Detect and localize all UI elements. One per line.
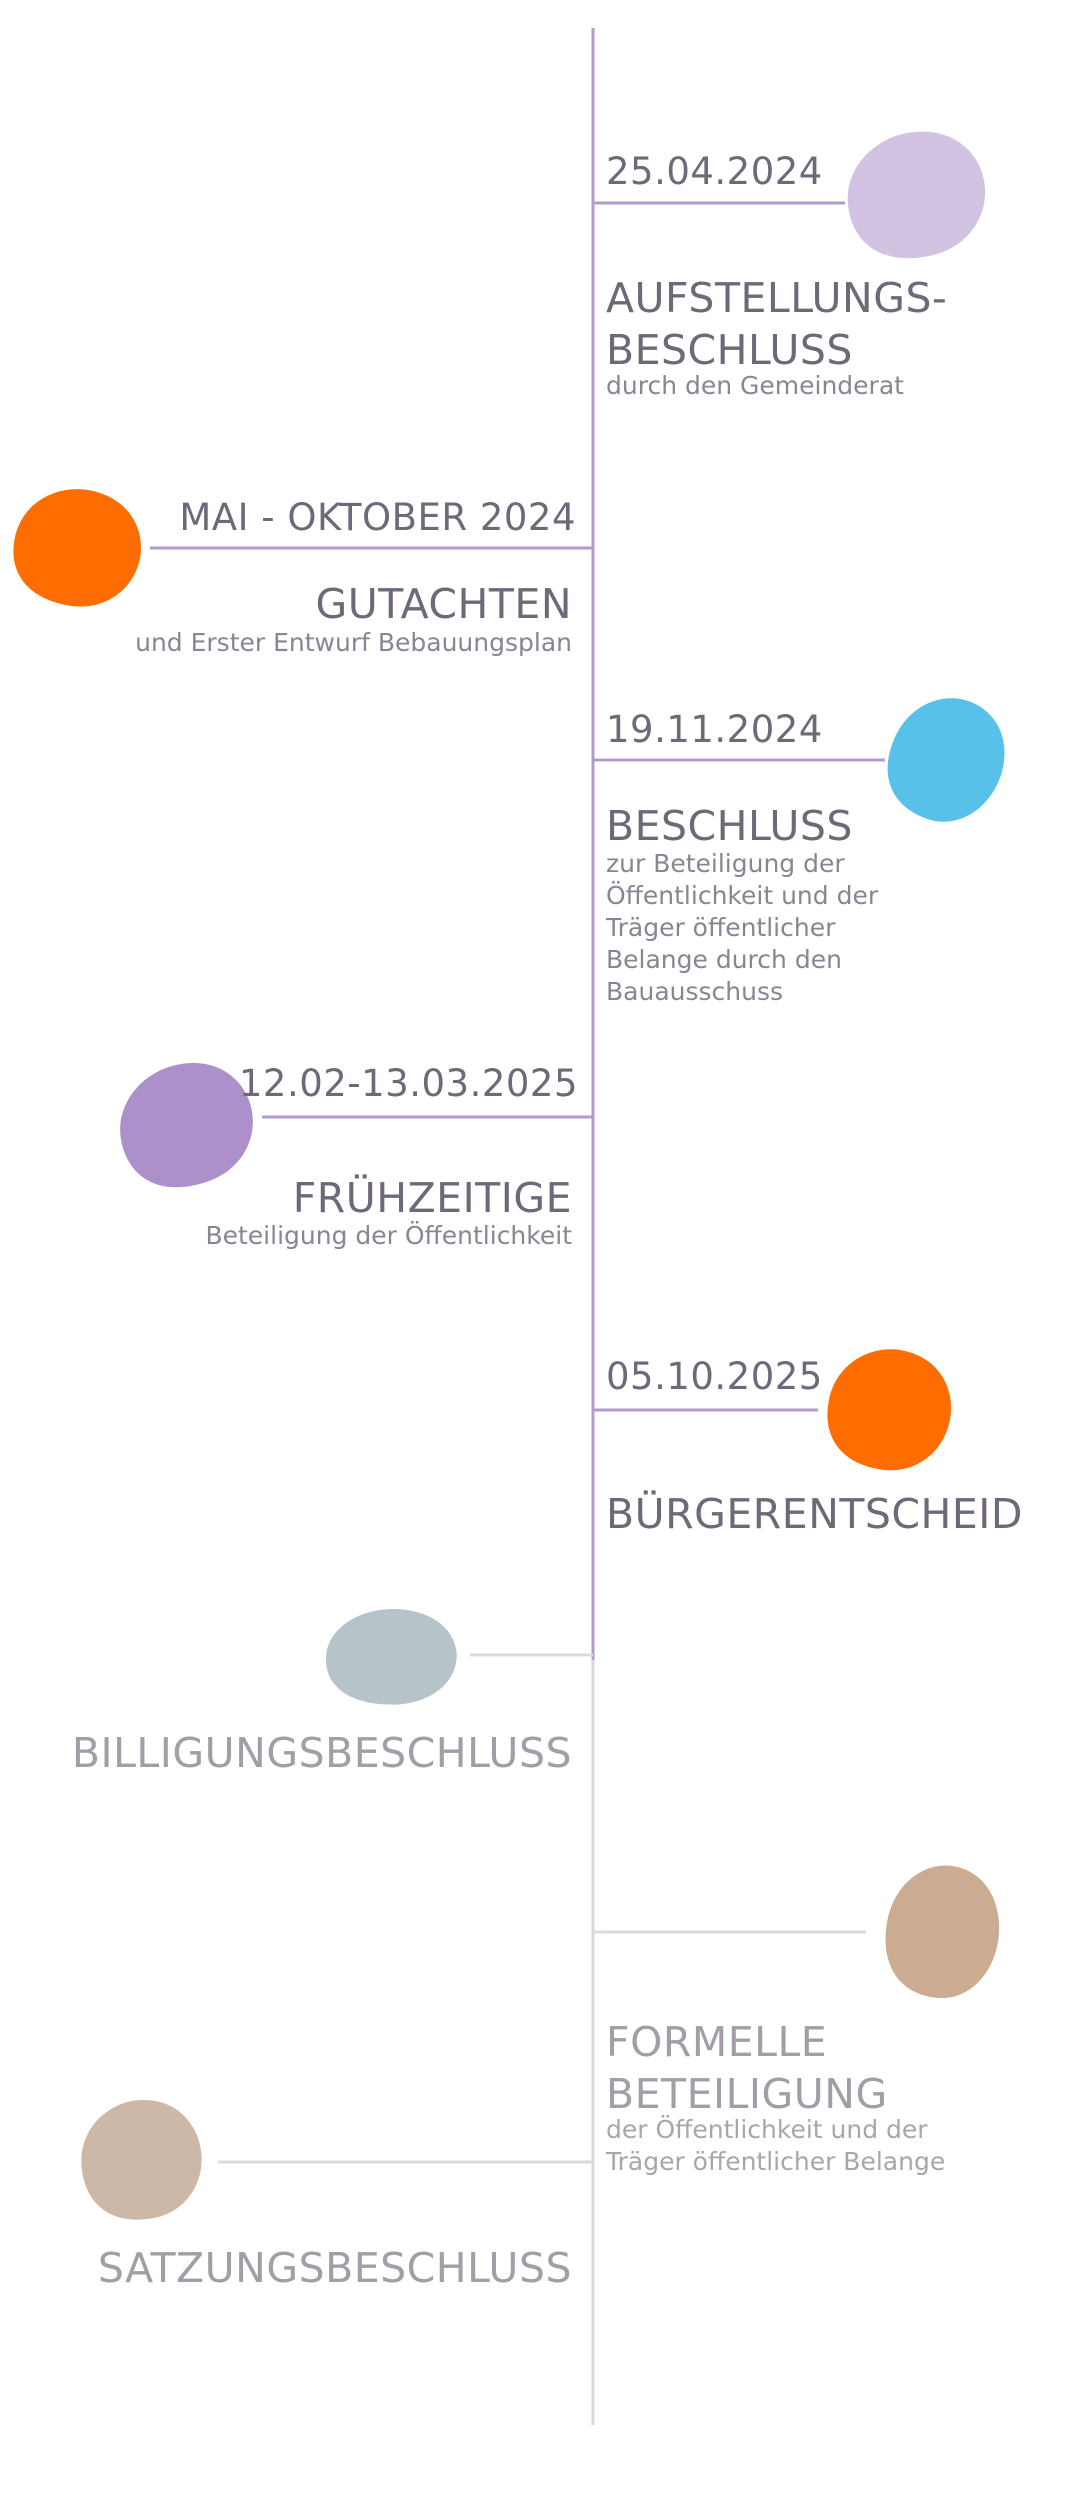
event-blob-marker — [887, 698, 1005, 822]
event-blob-marker — [81, 2099, 202, 2220]
event-subtitle: durch den Gemeinderat — [606, 371, 904, 400]
event-date: 19.11.2024 — [606, 708, 823, 751]
event-subtitle: zur Beteiligung der Öffentlichkeit und d… — [606, 849, 879, 1006]
event-title: AUFSTELLUNGS- BESCHLUSS — [606, 274, 948, 374]
event-blob-marker — [120, 1062, 253, 1188]
event-blob-marker — [885, 1865, 1000, 1999]
event-title: BILLIGUNGSBESCHLUSS — [71, 1729, 572, 1777]
event-subtitle: der Öffentlichkeit und der Träger öffent… — [606, 2115, 946, 2176]
event-subtitle: Beteiligung der Öffentlichkeit — [205, 1221, 572, 1250]
event-subtitle: und Erster Entwurf Bebauungsplan — [135, 628, 572, 657]
event-date: MAI - OKTOBER 2024 — [179, 496, 576, 539]
event-date: 12.02-13.03.2025 — [238, 1062, 578, 1105]
event-date: 25.04.2024 — [606, 150, 823, 193]
event-title: GUTACHTEN — [315, 580, 572, 628]
event-blob-marker — [326, 1608, 457, 1705]
event-blob-marker — [847, 131, 986, 259]
event-title: BÜRGERENTSCHEID — [606, 1490, 1023, 1538]
event-blob-marker — [827, 1349, 951, 1471]
event-title: SATZUNGSBESCHLUSS — [97, 2244, 572, 2292]
event-title: FORMELLE BETEILIGUNG — [606, 2018, 888, 2118]
event-blob-marker — [13, 489, 141, 607]
event-date: 05.10.2025 — [606, 1355, 823, 1398]
event-title: BESCHLUSS — [606, 802, 853, 850]
event-title: FRÜHZEITIGE — [292, 1174, 572, 1222]
